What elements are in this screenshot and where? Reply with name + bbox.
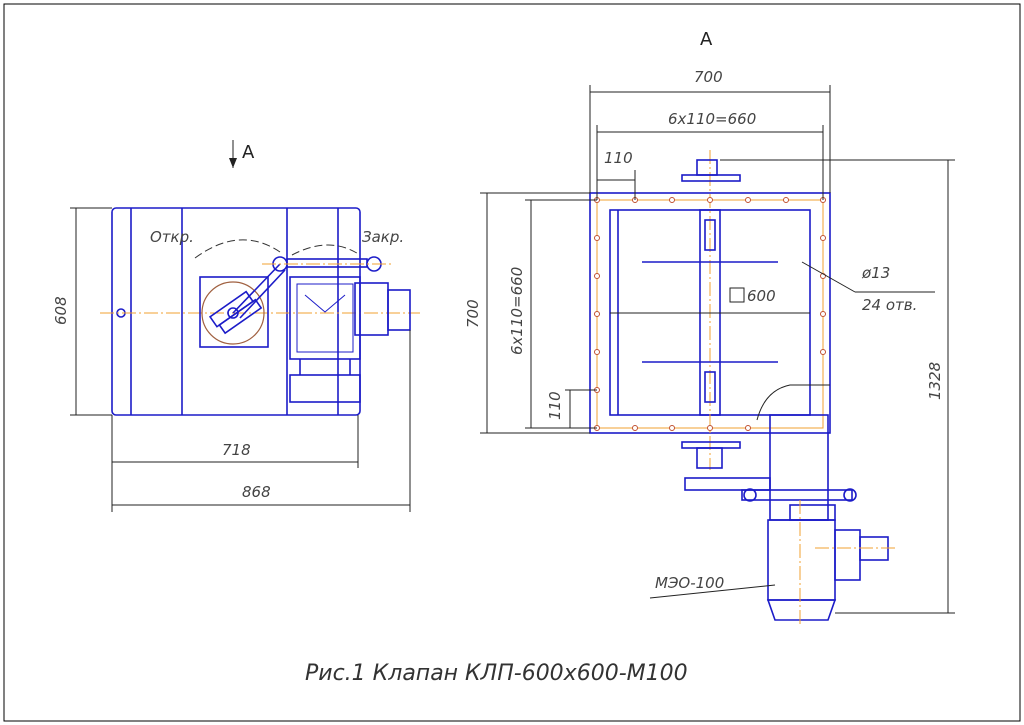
hole-diameter: ø13	[861, 264, 890, 282]
hole-pitch-left: 6x110=660	[508, 267, 526, 355]
square-symbol	[729, 287, 745, 303]
section-arrow-head	[229, 158, 237, 168]
bolt-holes	[594, 197, 826, 431]
height-dim: 608	[52, 296, 70, 325]
width-dim: 700	[694, 68, 723, 86]
width-dim: 718	[222, 441, 251, 459]
figure-caption: Рис.1 Клапан КЛП-600х600-М100	[305, 661, 688, 686]
view-a: A 70	[464, 29, 955, 625]
closed-label: Закр.	[362, 228, 404, 246]
height-dim: 700	[464, 299, 482, 328]
opening-dim: 600	[747, 287, 776, 305]
edge-pitch-left: 110	[546, 391, 564, 420]
overall-width-dim: 868	[242, 483, 271, 501]
gear-plate	[199, 276, 269, 348]
section-mark: A	[242, 142, 255, 163]
actuator-motor	[767, 519, 836, 601]
actuator-box	[289, 276, 361, 360]
overall-height-dim: 1328	[926, 362, 944, 400]
hole-count: 24 отв.	[862, 296, 917, 314]
side-view: A Откр. Закр. 608	[52, 140, 420, 512]
actuator-label: МЭО-100	[655, 574, 724, 592]
sheet-border	[3, 3, 1021, 722]
open-label: Откр.	[150, 228, 194, 246]
edge-pitch-top: 110	[604, 149, 633, 167]
hole-pitch-top: 6x110=660	[668, 110, 756, 128]
view-title: A	[700, 29, 713, 50]
